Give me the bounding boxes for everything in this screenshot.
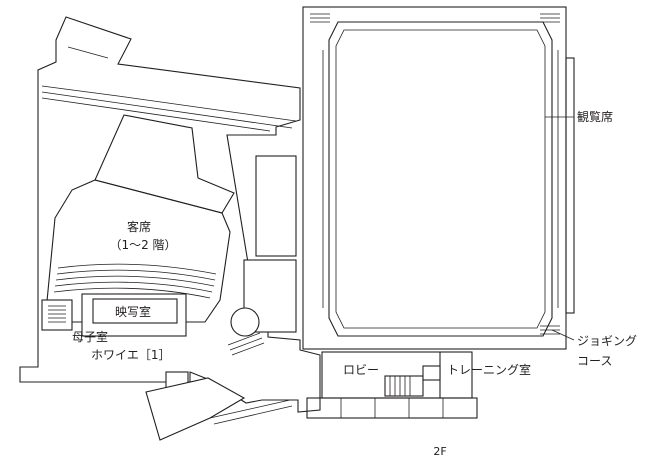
- bottom-rooms-outer: [306, 397, 478, 419]
- hall-east-rooms: [227, 155, 297, 356]
- lobby-training-block: ロビー トレーニング室: [321, 351, 531, 399]
- projection-room-label: 映写室: [115, 304, 151, 319]
- nursing-room-label: 母子室: [72, 329, 108, 344]
- lobby-stair-box: [384, 375, 424, 397]
- east-room-upper: [255, 155, 297, 257]
- gym-corner-stairs: [310, 13, 560, 335]
- gym-outer-wall: [302, 6, 567, 350]
- canopy-connector-2: [213, 405, 293, 425]
- spectator-seats-label: 観覧席: [577, 109, 613, 124]
- audience-seats-label: 客席: [127, 219, 151, 234]
- seat-row-5: [53, 287, 211, 299]
- projection-room: 映写室: [81, 293, 187, 337]
- lobby-label: ロビー: [343, 363, 379, 377]
- audience-seats-block: [44, 179, 231, 323]
- bottom-rooms-row: [306, 397, 478, 419]
- hall-left-stair: [41, 299, 73, 331]
- entrance-canopy-shape: [145, 377, 246, 441]
- projection-room-inner: [92, 298, 178, 324]
- audience-area: 客席 （1〜2 階）: [44, 114, 235, 323]
- hall-labels: 母子室 ホワイエ［1］: [72, 329, 171, 362]
- hall-corridor-line-2: [41, 97, 271, 132]
- hall-outer-wall: [19, 16, 321, 413]
- gym-side-annex: [565, 57, 575, 314]
- hall-inner-wall: [41, 85, 297, 122]
- canopy-connector-1: [209, 399, 291, 419]
- audience-floors-label: （1〜2 階）: [109, 237, 176, 252]
- hall-building: [19, 16, 321, 413]
- entrance-canopy: [145, 371, 293, 441]
- jogging-track-inner: [335, 29, 546, 329]
- seat-row-1: [57, 263, 217, 275]
- gym-building: 観覧席 ジョギング コース: [302, 6, 637, 368]
- lobby-small-room: [422, 365, 441, 381]
- spiral-stair-circle: [230, 307, 260, 337]
- foyer-label: ホワイエ［1］: [91, 348, 171, 362]
- training-room-label: トレーニング室: [447, 362, 531, 377]
- seat-row-2: [56, 269, 216, 281]
- jogging-track-outer: [328, 21, 553, 337]
- seat-row-4: [54, 281, 213, 293]
- hall-top-annex-line: [67, 46, 109, 59]
- left-stair-box: [41, 299, 73, 331]
- floor-label: 2F: [433, 445, 446, 458]
- jogging-label-1: ジョギング: [577, 334, 637, 348]
- jogging-leader-line: [551, 329, 575, 341]
- jogging-label-2: コース: [577, 354, 612, 368]
- seat-row-3: [55, 275, 215, 287]
- hall-corridor-line: [41, 91, 293, 129]
